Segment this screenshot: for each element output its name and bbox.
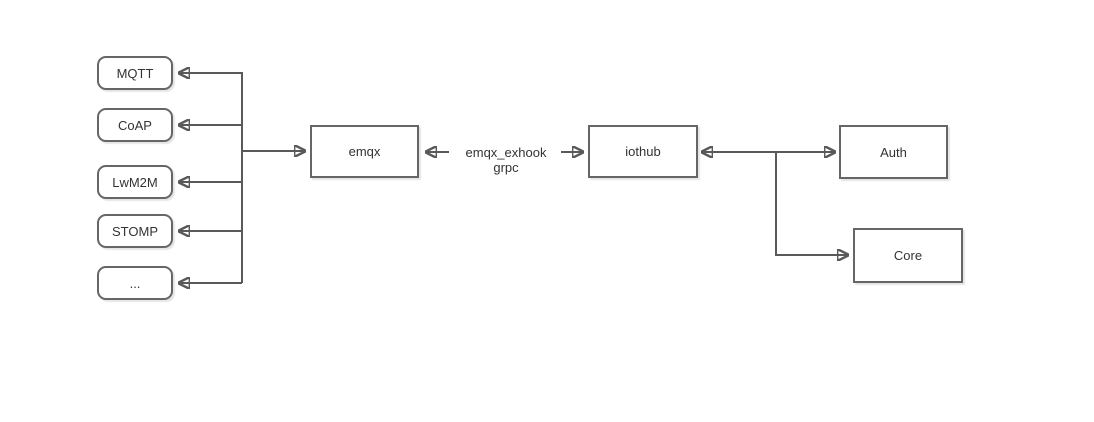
node-coap: CoAP [97,108,173,142]
node-emqx: emqx [310,125,419,178]
node-lwm2m-label: LwM2M [112,174,158,190]
node-emqx-label: emqx [348,144,381,159]
node-core: Core [853,228,963,283]
node-ellipsis-label: ... [129,275,141,291]
node-mqtt-label: MQTT [116,65,154,81]
node-auth-label: Auth [880,144,907,160]
node-coap-label: CoAP [118,117,152,133]
node-ellipsis: ... [97,266,173,300]
node-stomp-label: STOMP [112,223,158,239]
edge-label-emqx-iothub: emqx_exhook grpc [465,145,547,175]
node-iothub-label: iothub [625,144,661,159]
node-iothub: iothub [588,125,698,178]
node-mqtt: MQTT [97,56,173,90]
node-lwm2m: LwM2M [97,165,173,199]
node-stomp: STOMP [97,214,173,248]
node-auth: Auth [839,125,948,179]
node-core-label: Core [893,248,923,263]
connector-branch-to-core [775,152,848,255]
